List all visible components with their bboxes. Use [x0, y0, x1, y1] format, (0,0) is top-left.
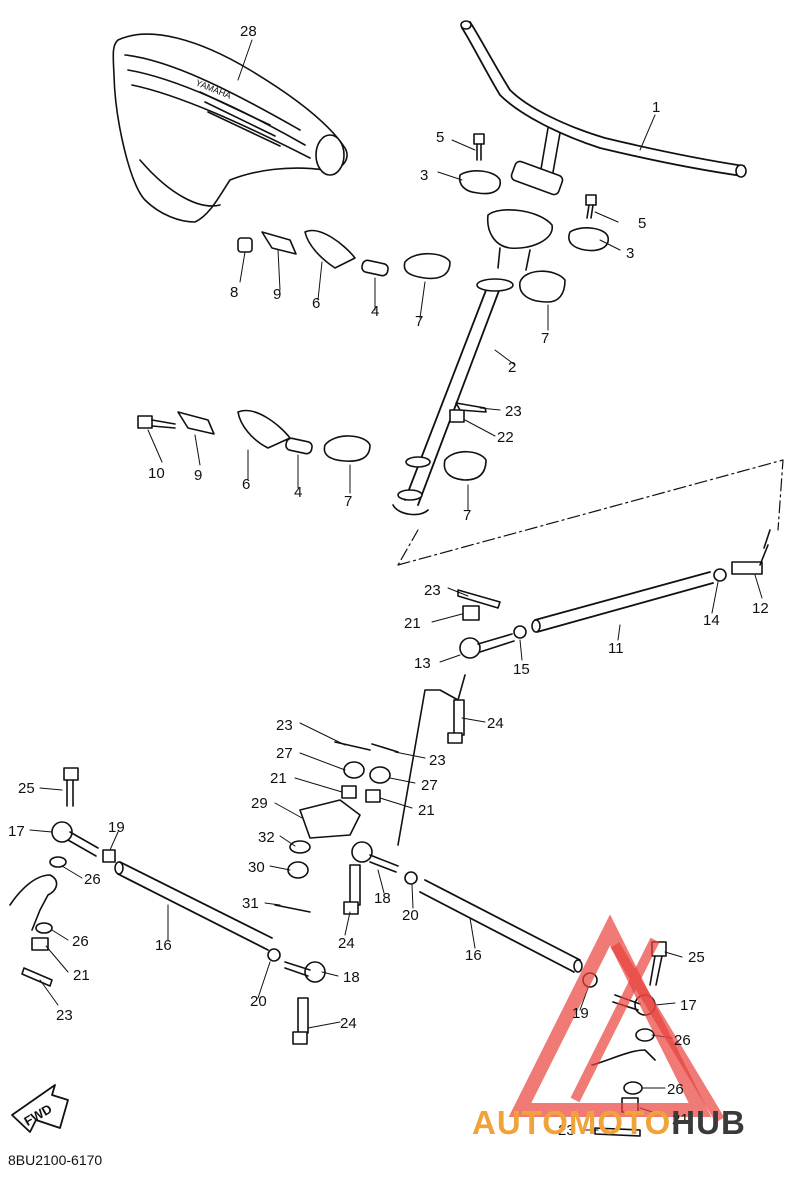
callout-25: 25: [18, 780, 35, 797]
callout-16: 16: [155, 937, 172, 954]
callout-23: 23: [424, 582, 441, 599]
watermark-part-1: AUTOMOTO: [472, 1104, 672, 1141]
nut-part: [449, 402, 487, 423]
callout-4: 4: [371, 303, 379, 320]
callout-8: 8: [230, 284, 238, 301]
rod-end-part: [284, 841, 399, 1045]
callout-10: 10: [148, 465, 165, 482]
bushing-part: [323, 252, 566, 481]
callout-22: 22: [497, 429, 514, 446]
callout-27: 27: [421, 777, 438, 794]
callout-7: 7: [463, 507, 471, 524]
callout-20: 20: [250, 993, 267, 1010]
callout-29: 29: [251, 795, 268, 812]
callout-18: 18: [374, 890, 391, 907]
callout-31: 31: [242, 895, 259, 912]
watermark-part-2: HUB: [671, 1104, 746, 1141]
callout-6: 6: [312, 295, 320, 312]
callout-5: 5: [638, 215, 646, 232]
callout-19: 19: [572, 1005, 589, 1022]
callout-16: 16: [465, 947, 482, 964]
callout-7: 7: [415, 313, 423, 330]
column-top-bracket: [486, 209, 553, 250]
callout-24: 24: [338, 935, 355, 952]
callout-leaders: [29, 39, 763, 1131]
callout-21: 21: [418, 802, 435, 819]
callout-4: 4: [294, 484, 302, 501]
callout-24: 24: [340, 1015, 357, 1032]
seat-part: YAMAHA: [112, 33, 348, 223]
fwd-arrow-icon: [11, 1084, 69, 1133]
steering-column-part: [392, 278, 514, 516]
callout-1: 1: [652, 99, 660, 116]
callout-23: 23: [558, 1122, 575, 1139]
callout-23: 23: [429, 752, 446, 769]
callout-26: 26: [674, 1032, 691, 1049]
tie-rod-part: [457, 529, 771, 659]
callout-25: 25: [688, 949, 705, 966]
callout-18: 18: [343, 969, 360, 986]
callout-2: 2: [508, 359, 516, 376]
callout-20: 20: [402, 907, 419, 924]
callout-19: 19: [108, 819, 125, 836]
callout-6: 6: [242, 476, 250, 493]
callout-21: 21: [270, 770, 287, 787]
callout-15: 15: [513, 661, 530, 678]
watermark-text: AUTOMOTOHUB: [472, 1104, 746, 1142]
callout-3: 3: [626, 245, 634, 262]
left-rod-end-part: [9, 767, 116, 987]
callout-7: 7: [344, 493, 352, 510]
callout-23: 23: [505, 403, 522, 420]
callout-9: 9: [194, 467, 202, 484]
callout-5: 5: [436, 129, 444, 146]
callout-30: 30: [248, 859, 265, 876]
callout-11: 11: [608, 640, 624, 657]
callout-14: 14: [703, 612, 720, 629]
callout-9: 9: [273, 286, 281, 303]
diagram-code: 8BU2100-6170: [8, 1152, 103, 1168]
callout-24: 24: [487, 715, 504, 732]
callout-32: 32: [258, 829, 275, 846]
callout-17: 17: [8, 823, 25, 840]
callout-13: 13: [414, 655, 431, 672]
clamp-part: [458, 170, 609, 252]
callout-23: 23: [56, 1007, 73, 1024]
mount-hardware: [137, 229, 389, 455]
callout-28: 28: [240, 23, 257, 40]
callout-17: 17: [680, 997, 697, 1014]
callout-12: 12: [752, 600, 769, 617]
bolt-part: [473, 133, 597, 219]
pitman-arm-part: [274, 674, 466, 913]
callout-26: 26: [84, 871, 101, 888]
callout-26: 26: [667, 1081, 684, 1098]
callout-23: 23: [276, 717, 293, 734]
callout-26: 26: [72, 933, 89, 950]
callout-21: 21: [672, 1111, 689, 1128]
callout-21: 21: [73, 967, 90, 984]
callout-labels: 1 2 3 3 4 4 5 5 6 6 7 7 7 7 8 9 9 10 11 …: [8, 23, 769, 1139]
watermark-triangle-logo: [508, 914, 725, 1123]
callout-7: 7: [541, 330, 549, 347]
callout-21: 21: [404, 615, 421, 632]
handlebar-part: [460, 20, 747, 196]
leader-dashdot-line: [397, 459, 784, 566]
callout-3: 3: [420, 167, 428, 184]
callout-27: 27: [276, 745, 293, 762]
